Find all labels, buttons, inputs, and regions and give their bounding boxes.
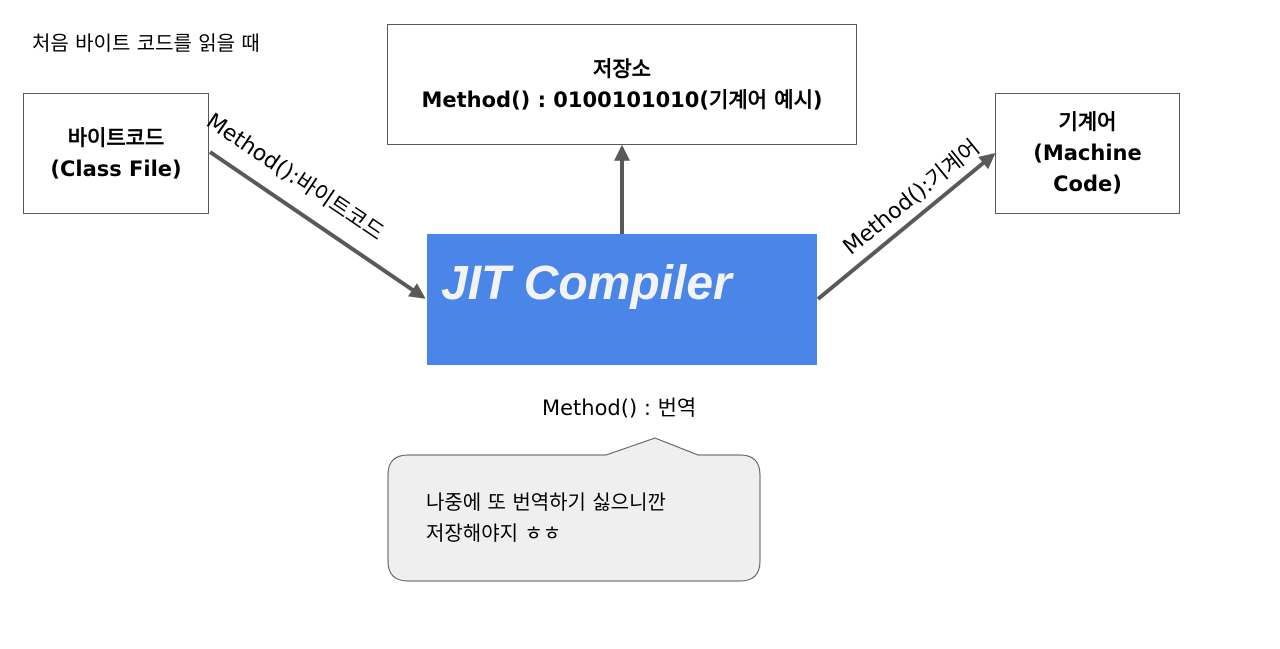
translate-label: Method() : 번역	[542, 396, 697, 420]
callout-line-2: 저장해야지 ㅎㅎ	[426, 521, 562, 545]
bytecode-node: 바이트코드 (Class File)	[23, 93, 209, 214]
bytecode-node-title: 바이트코드	[67, 125, 165, 150]
arrow-jit-to-machine	[816, 152, 996, 301]
machine-code-node-subtitle-1: (Machine	[1033, 141, 1142, 165]
diagram-caption: 처음 바이트 코드를 읽을 때	[32, 31, 260, 55]
jit-compiler-node: JIT Compiler	[427, 234, 817, 365]
arrow-bytecode-to-jit	[208, 150, 426, 299]
machine-code-node-subtitle-2: Code)	[1053, 172, 1122, 196]
machine-code-node-title: 기계어	[1058, 110, 1117, 134]
callout-line-1: 나중에 또 번역하기 싫으니깐	[426, 490, 666, 514]
storage-node-title: 저장소	[593, 56, 651, 81]
machine-code-node: 기계어 (Machine Code)	[995, 93, 1180, 214]
callout-text: 나중에 또 번역하기 싫으니깐 저장해야지 ㅎㅎ	[426, 487, 666, 549]
speech-callout-bubble	[387, 437, 761, 582]
storage-node: 저장소 Method() : 0100101010(기계어 예시)	[387, 24, 857, 145]
bytecode-node-subtitle: (Class File)	[50, 156, 182, 181]
storage-node-detail: Method() : 0100101010(기계어 예시)	[421, 87, 823, 112]
jit-compiler-label: JIT Compiler	[441, 257, 732, 310]
